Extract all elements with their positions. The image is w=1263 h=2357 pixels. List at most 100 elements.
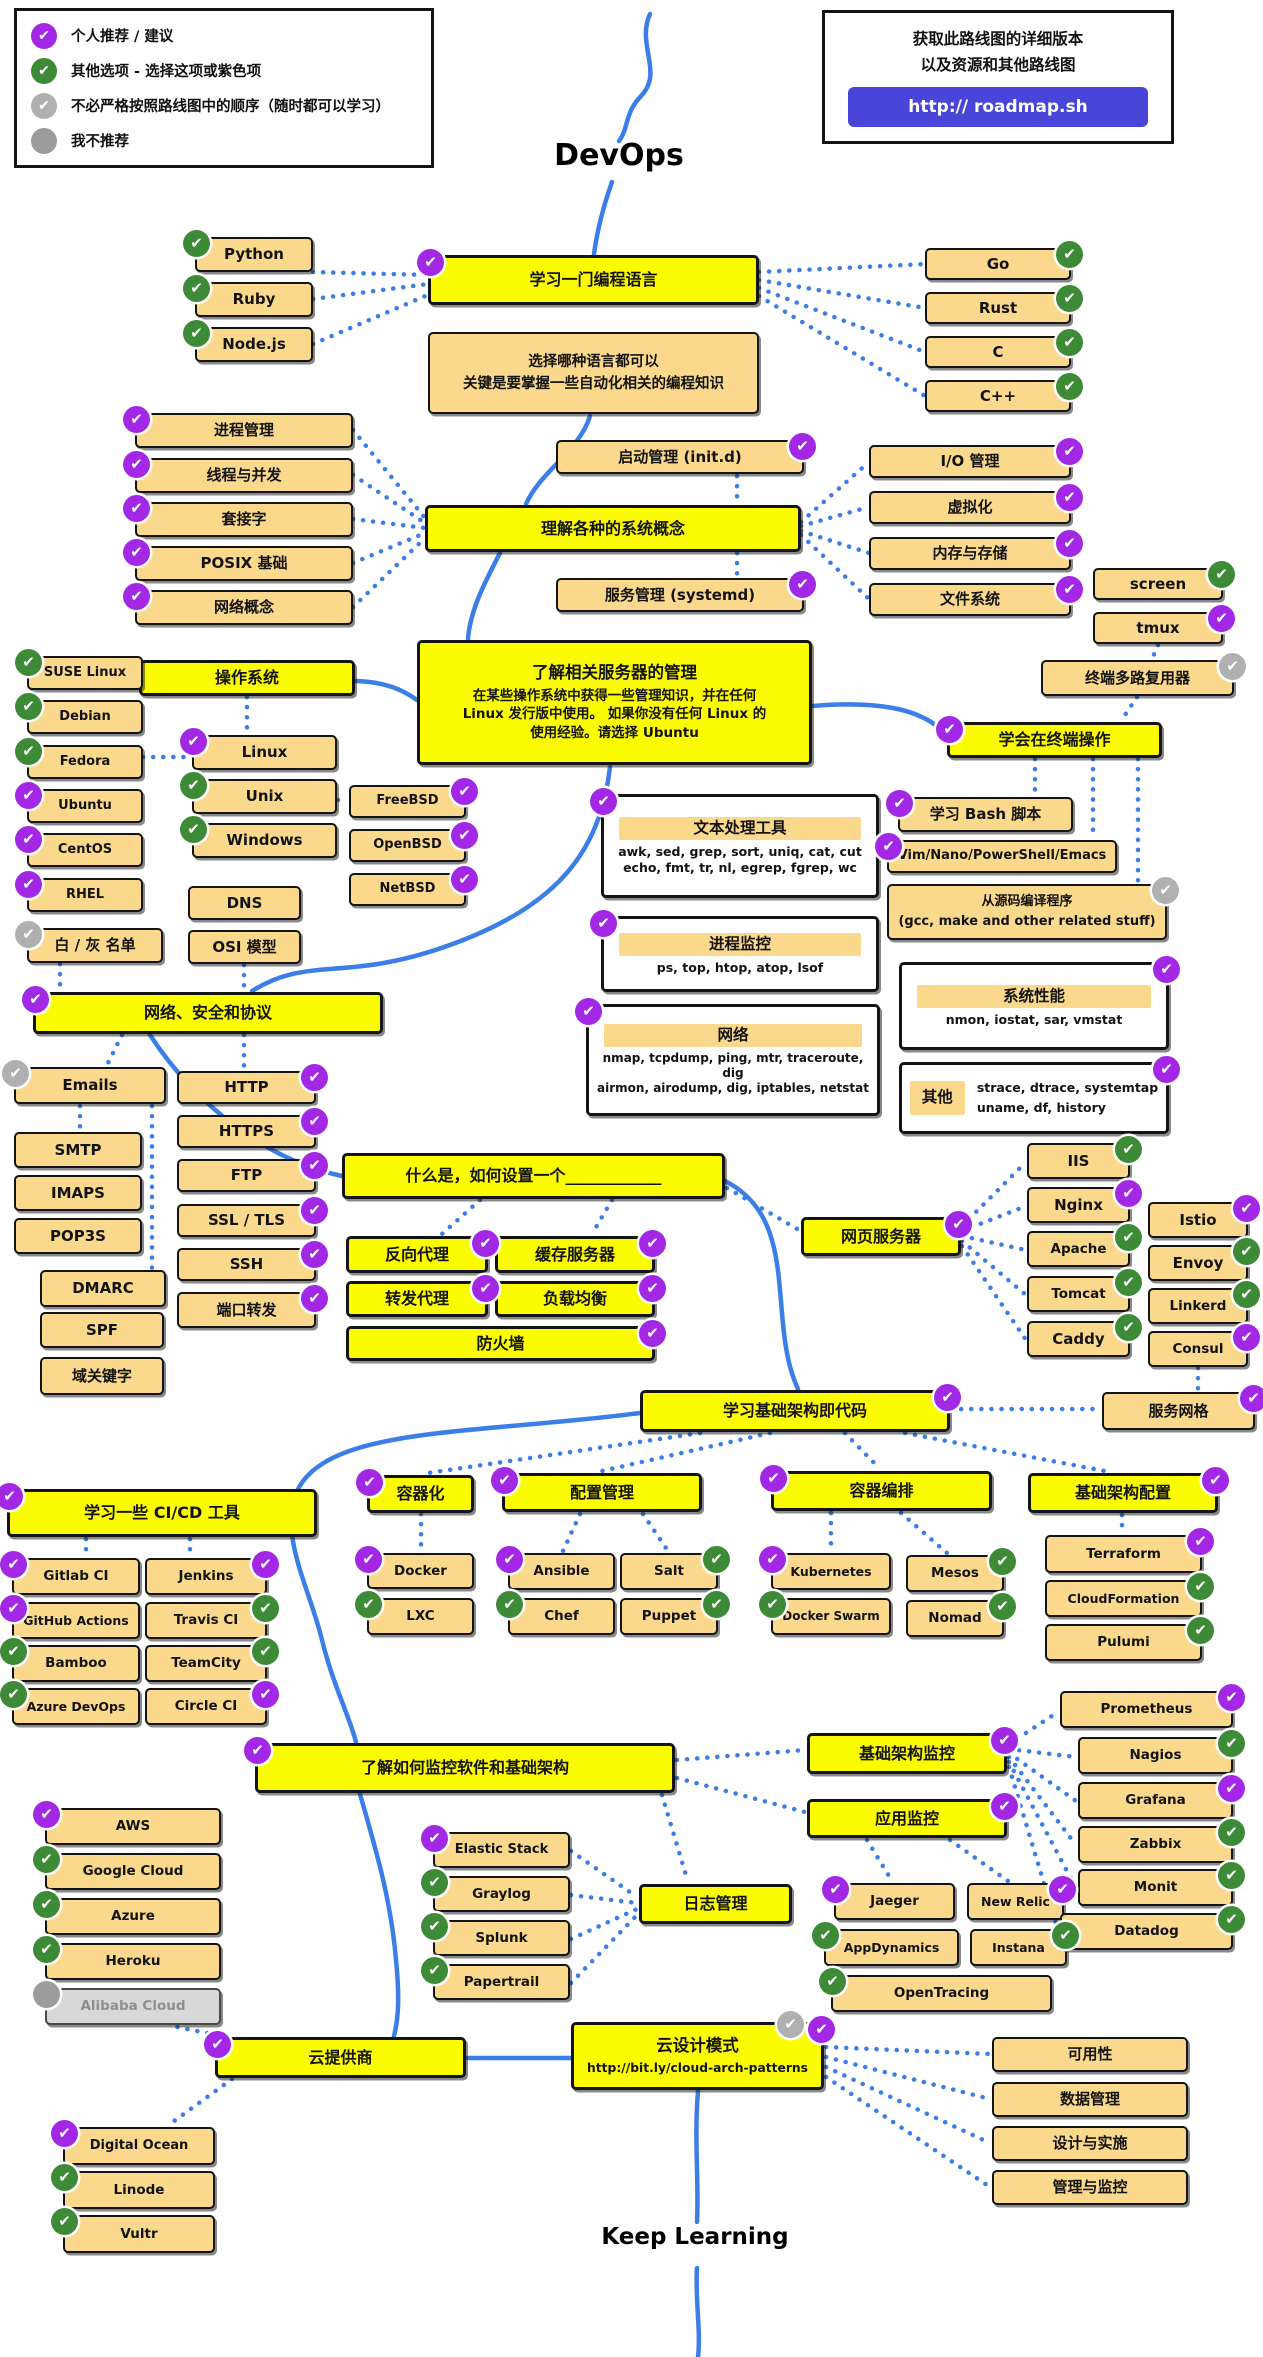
purple-check-icon: ✔ xyxy=(252,1551,279,1578)
green-check-icon: ✔ xyxy=(1187,1573,1214,1600)
dotted-connector xyxy=(756,277,928,311)
green-check-icon: ✔ xyxy=(0,1681,27,1708)
node-zabbix: Zabbix✔ xyxy=(1078,1819,1245,1863)
node-orchestration-title: 容器编排✔ xyxy=(760,1465,992,1511)
green-check-icon: ✔ xyxy=(1218,1906,1245,1933)
group-line: airmon, airodump, dig, iptables, netstat xyxy=(597,1081,869,1096)
node-openbsd: OpenBSD✔ xyxy=(349,822,478,862)
node-virtualization: 虚拟化✔ xyxy=(869,484,1083,524)
grey-check-icon: ✔ xyxy=(2,1060,29,1087)
dotted-connector xyxy=(167,2076,235,2127)
node-istio: Istio✔ xyxy=(1148,1195,1260,1238)
node-windows: Windows✔ xyxy=(180,816,337,858)
node-https: HTTPS✔ xyxy=(177,1108,328,1148)
node-label: 基础架构配置 xyxy=(1074,1483,1171,1502)
node-white-grey-listing: 白 / 灰 名单 ✔ xyxy=(15,921,163,963)
legend-item: ✔ 不必严格按照路线图中的顺序（随时都可以学习） xyxy=(31,92,417,119)
solid-connector xyxy=(722,1178,801,1392)
node-io-management: I/O 管理 ✔ xyxy=(869,438,1083,478)
purple-check-icon: ✔ xyxy=(451,778,478,805)
node-label: Fedora xyxy=(59,753,111,769)
purple-check-icon: ✔ xyxy=(123,495,150,522)
node-ubuntu: Ubuntu ✔ xyxy=(15,782,143,823)
node-label: Ubuntu xyxy=(58,797,112,813)
solid-connector xyxy=(694,2088,701,2225)
dotted-connector xyxy=(1006,1750,1079,1804)
roadmap-link-button[interactable]: http:// roadmap.sh xyxy=(848,87,1148,127)
dotted-connector xyxy=(568,1906,640,1942)
group-line: nmon, iostat, sar, vmstat xyxy=(945,1011,1123,1027)
legend-item: ✔ 其他选项 - 选择这项或紫色项 xyxy=(31,57,417,84)
purple-check-icon: ✔ xyxy=(936,716,963,743)
purple-check-icon: ✔ xyxy=(1218,1684,1245,1711)
node-label: C xyxy=(992,342,1004,361)
purple-check-icon: ✔ xyxy=(1056,438,1083,465)
solid-connector xyxy=(616,11,653,144)
purple-check-icon: ✔ xyxy=(1233,1195,1260,1222)
node-travis-ci: Travis CI✔ xyxy=(145,1595,279,1639)
node-label: Pulumi xyxy=(1097,1634,1150,1651)
node-what-is-how-to: 什么是，如何设置一个____________ xyxy=(342,1153,725,1199)
solid-connector xyxy=(249,764,613,994)
purple-check-icon: ✔ xyxy=(1056,530,1083,557)
purple-check-icon: ✔ xyxy=(123,451,150,478)
dotted-connector xyxy=(674,1775,808,1815)
node-opentracing: OpenTracing✔ xyxy=(819,1968,1052,2012)
node-label: Ruby xyxy=(232,290,276,309)
node-label: 日志管理 xyxy=(683,1894,748,1913)
green-check-icon: ✔ xyxy=(183,320,210,347)
dotted-connector xyxy=(568,1912,640,1986)
info-line: 以及资源和其他路线图 xyxy=(920,56,1076,74)
green-check-icon: ✔ xyxy=(421,1913,448,1940)
node-label: 白 / 灰 名单 xyxy=(54,936,136,955)
purple-check-icon: ✔ xyxy=(0,1595,27,1622)
purple-check-icon: ✔ xyxy=(244,1737,271,1764)
group-line: echo, fmt, tr, nl, egrep, fgrep, wc xyxy=(623,859,857,875)
green-check-icon: ✔ xyxy=(33,1936,60,1963)
node-init-d: 启动管理 (init.d)✔ xyxy=(556,433,816,474)
legend-label: 其他选项 - 选择这项或紫色项 xyxy=(71,64,262,80)
node-firewall: 防火墙✔ xyxy=(346,1320,666,1361)
node-python: Python✔ xyxy=(183,230,313,272)
node-forward-proxy: 转发代理✔ xyxy=(346,1275,499,1317)
purple-check-icon: ✔ xyxy=(472,1230,499,1257)
purple-check-icon: ✔ xyxy=(590,910,617,937)
node-label: Docker xyxy=(394,1562,447,1579)
node-label: I/O 管理 xyxy=(940,452,1000,471)
dotted-connector xyxy=(310,269,431,278)
group-line: strace, dtrace, systemtap xyxy=(976,1080,1159,1096)
purple-check-icon: ✔ xyxy=(123,406,150,433)
node-label: 虚拟化 xyxy=(947,498,993,517)
node-network-security: 网络、安全和协议✔ xyxy=(22,986,383,1034)
node-tmux: tmux✔ xyxy=(1093,605,1235,644)
green-check-icon: ✔ xyxy=(355,1591,382,1618)
green-check-icon: ✔ xyxy=(1187,1617,1214,1644)
node-memory-storage: 内存与存储✔ xyxy=(869,530,1083,570)
node-label: Linode xyxy=(113,2181,165,2198)
node-cicd-title: 学习一些 CI/CD 工具✔ xyxy=(0,1483,317,1537)
node-apache: Apache✔ xyxy=(1027,1224,1142,1267)
purple-check-icon: ✔ xyxy=(1153,1056,1180,1083)
purple-check-icon: ✔ xyxy=(1187,1528,1214,1555)
node-label: 缓存服务器 xyxy=(534,1244,615,1264)
purple-check-icon: ✔ xyxy=(934,1384,961,1411)
node-label: 设计与实施 xyxy=(1052,2134,1128,2153)
purple-check-icon: ✔ xyxy=(15,782,42,809)
node-posix-basics: POSIX 基础✔ xyxy=(123,539,353,581)
node-label: Go xyxy=(986,254,1010,273)
node-label: OpenTracing xyxy=(893,1985,990,2002)
grey-check-icon: ✔ xyxy=(15,921,42,948)
node-google-cloud: Google Cloud✔ xyxy=(33,1846,221,1890)
green-check-icon: ✔ xyxy=(0,1638,27,1665)
node-label: AWS xyxy=(115,1818,151,1835)
node-label: FTP xyxy=(230,1166,263,1185)
green-check-icon: ✔ xyxy=(989,1593,1016,1620)
node-linkerd: Linkerd✔ xyxy=(1148,1281,1260,1324)
node-label: Unix xyxy=(245,787,284,806)
node-label: 反向代理 xyxy=(384,1244,449,1264)
dotted-connector xyxy=(439,1197,483,1237)
node-label: 学会在终端操作 xyxy=(998,730,1111,749)
